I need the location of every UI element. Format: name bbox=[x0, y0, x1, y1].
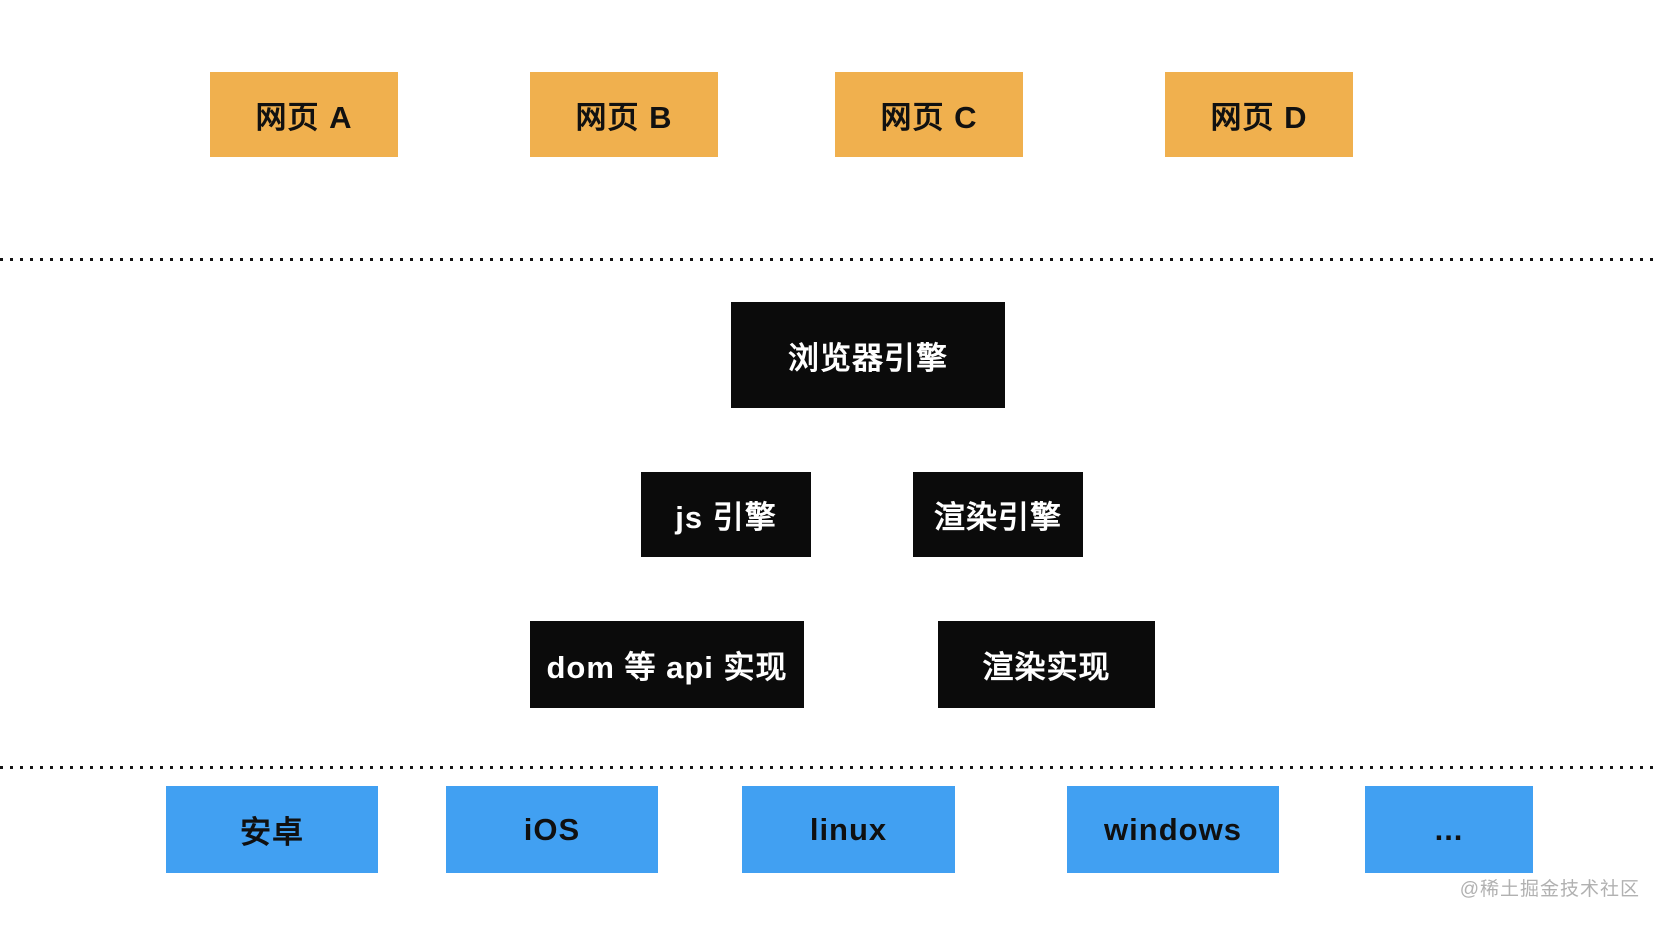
platform-box-linux: linux bbox=[742, 786, 955, 873]
separator-dotted-line-top bbox=[0, 258, 1656, 261]
browser-engine-box: 浏览器引擎 bbox=[731, 302, 1005, 408]
platform-box-windows: windows bbox=[1067, 786, 1279, 873]
web-page-label: 网页 C bbox=[880, 100, 978, 135]
web-page-label: 网页 D bbox=[1210, 100, 1308, 135]
web-page-box-a: 网页 A bbox=[210, 72, 398, 157]
web-page-box-c: 网页 C bbox=[835, 72, 1023, 157]
platform-label: ... bbox=[1434, 811, 1464, 847]
web-page-box-b: 网页 B bbox=[530, 72, 718, 157]
rendering-engine-label: 渲染引擎 bbox=[934, 500, 1062, 535]
web-page-box-d: 网页 D bbox=[1165, 72, 1353, 157]
platform-label: iOS bbox=[523, 811, 581, 847]
platform-box-ios: iOS bbox=[446, 786, 658, 873]
platform-box-more: ... bbox=[1365, 786, 1533, 873]
separator-dotted-line-bottom bbox=[0, 766, 1656, 769]
web-page-label: 网页 A bbox=[255, 100, 353, 135]
rendering-impl-label: 渲染实现 bbox=[982, 650, 1111, 685]
watermark: @稀土掘金技术社区 bbox=[1459, 879, 1640, 900]
web-page-label: 网页 B bbox=[575, 100, 673, 135]
browser-engine-label: 浏览器引擎 bbox=[788, 340, 948, 376]
js-engine-label: js 引擎 bbox=[675, 500, 777, 535]
dom-api-impl-box: dom 等 api 实现 bbox=[530, 621, 804, 708]
rendering-impl-box: 渲染实现 bbox=[938, 621, 1155, 708]
platform-box-android: 安卓 bbox=[166, 786, 378, 873]
js-engine-box: js 引擎 bbox=[641, 472, 811, 557]
platform-label: 安卓 bbox=[240, 815, 304, 850]
dom-api-impl-label: dom 等 api 实现 bbox=[546, 650, 788, 685]
platform-label: windows bbox=[1104, 811, 1242, 847]
platform-label: linux bbox=[809, 811, 888, 847]
rendering-engine-box: 渲染引擎 bbox=[913, 472, 1083, 557]
